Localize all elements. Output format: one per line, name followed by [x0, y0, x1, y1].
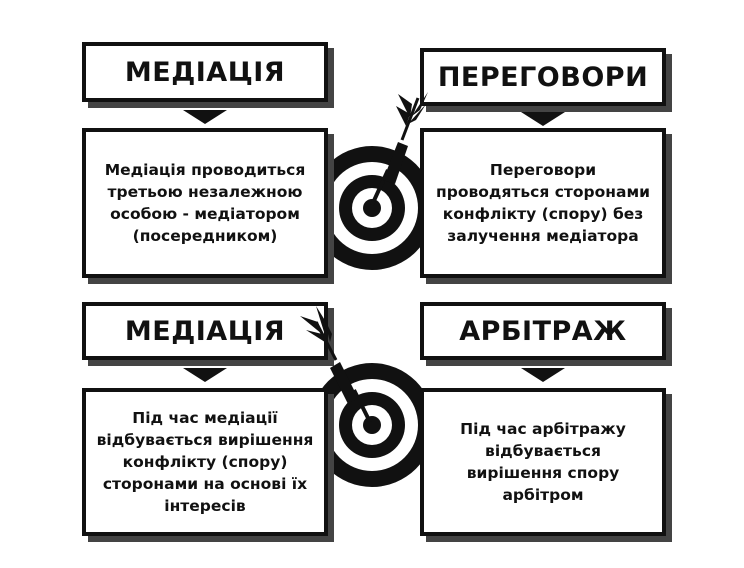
text-line: конфлікту (спору) без — [442, 205, 644, 223]
mediation-description-1: Медіація проводиться третьою незалежною … — [105, 159, 306, 247]
text-line: Під час арбітражу — [460, 420, 626, 438]
down-arrow-icon-4 — [521, 368, 565, 382]
mediation-title-1: МЕДІАЦІЯ — [124, 56, 286, 88]
negotiations-description: Переговори проводяться сторонами конфлік… — [436, 159, 650, 247]
text-line: проводяться сторонами — [436, 183, 650, 201]
text-line: відбувається — [485, 442, 601, 460]
text-line: сторонами на основі їх — [102, 475, 308, 493]
text-line: конфлікту (спору) — [122, 453, 288, 471]
negotiations-description-box: Переговори проводяться сторонами конфлік… — [420, 128, 666, 278]
mediation-description-box-1: Медіація проводиться третьою незалежною … — [82, 128, 328, 278]
text-line: арбітром — [502, 486, 584, 504]
target-icon-bottom — [310, 363, 434, 487]
text-line: Переговори — [489, 161, 597, 179]
text-line: особою - медіатором — [110, 205, 300, 223]
text-line: Під час медіації — [132, 409, 278, 427]
mediation-description-2: Під час медіації відбувається вирішення … — [97, 407, 314, 517]
down-arrow-icon-2 — [521, 112, 565, 126]
text-line: відбувається вирішення — [96, 431, 314, 449]
mediation-description-box-2: Під час медіації відбувається вирішення … — [82, 388, 328, 536]
text-line: (посередником) — [132, 227, 278, 245]
text-line: Медіація проводиться — [104, 161, 306, 179]
mediation-title-box-1: МЕДІАЦІЯ — [82, 42, 328, 102]
mediation-title-box-2: МЕДІАЦІЯ — [82, 302, 328, 360]
text-line: інтересів — [164, 497, 246, 515]
mediation-title-2: МЕДІАЦІЯ — [124, 315, 286, 347]
negotiations-title: ПЕРЕГОВОРИ — [437, 61, 649, 93]
down-arrow-icon-1 — [183, 110, 227, 124]
text-line: залучення медіатора — [447, 227, 639, 245]
negotiations-title-box: ПЕРЕГОВОРИ — [420, 48, 666, 106]
text-line: вирішення спору — [466, 464, 620, 482]
arbitration-description: Під час арбітражу відбувається вирішення… — [460, 418, 626, 506]
target-icon-top — [310, 146, 434, 270]
arbitration-description-box: Під час арбітражу відбувається вирішення… — [420, 388, 666, 536]
down-arrow-icon-3 — [183, 368, 227, 382]
arbitration-title: АРБІТРАЖ — [459, 315, 627, 347]
arbitration-title-box: АРБІТРАЖ — [420, 302, 666, 360]
text-line: третьою незалежною — [107, 183, 303, 201]
